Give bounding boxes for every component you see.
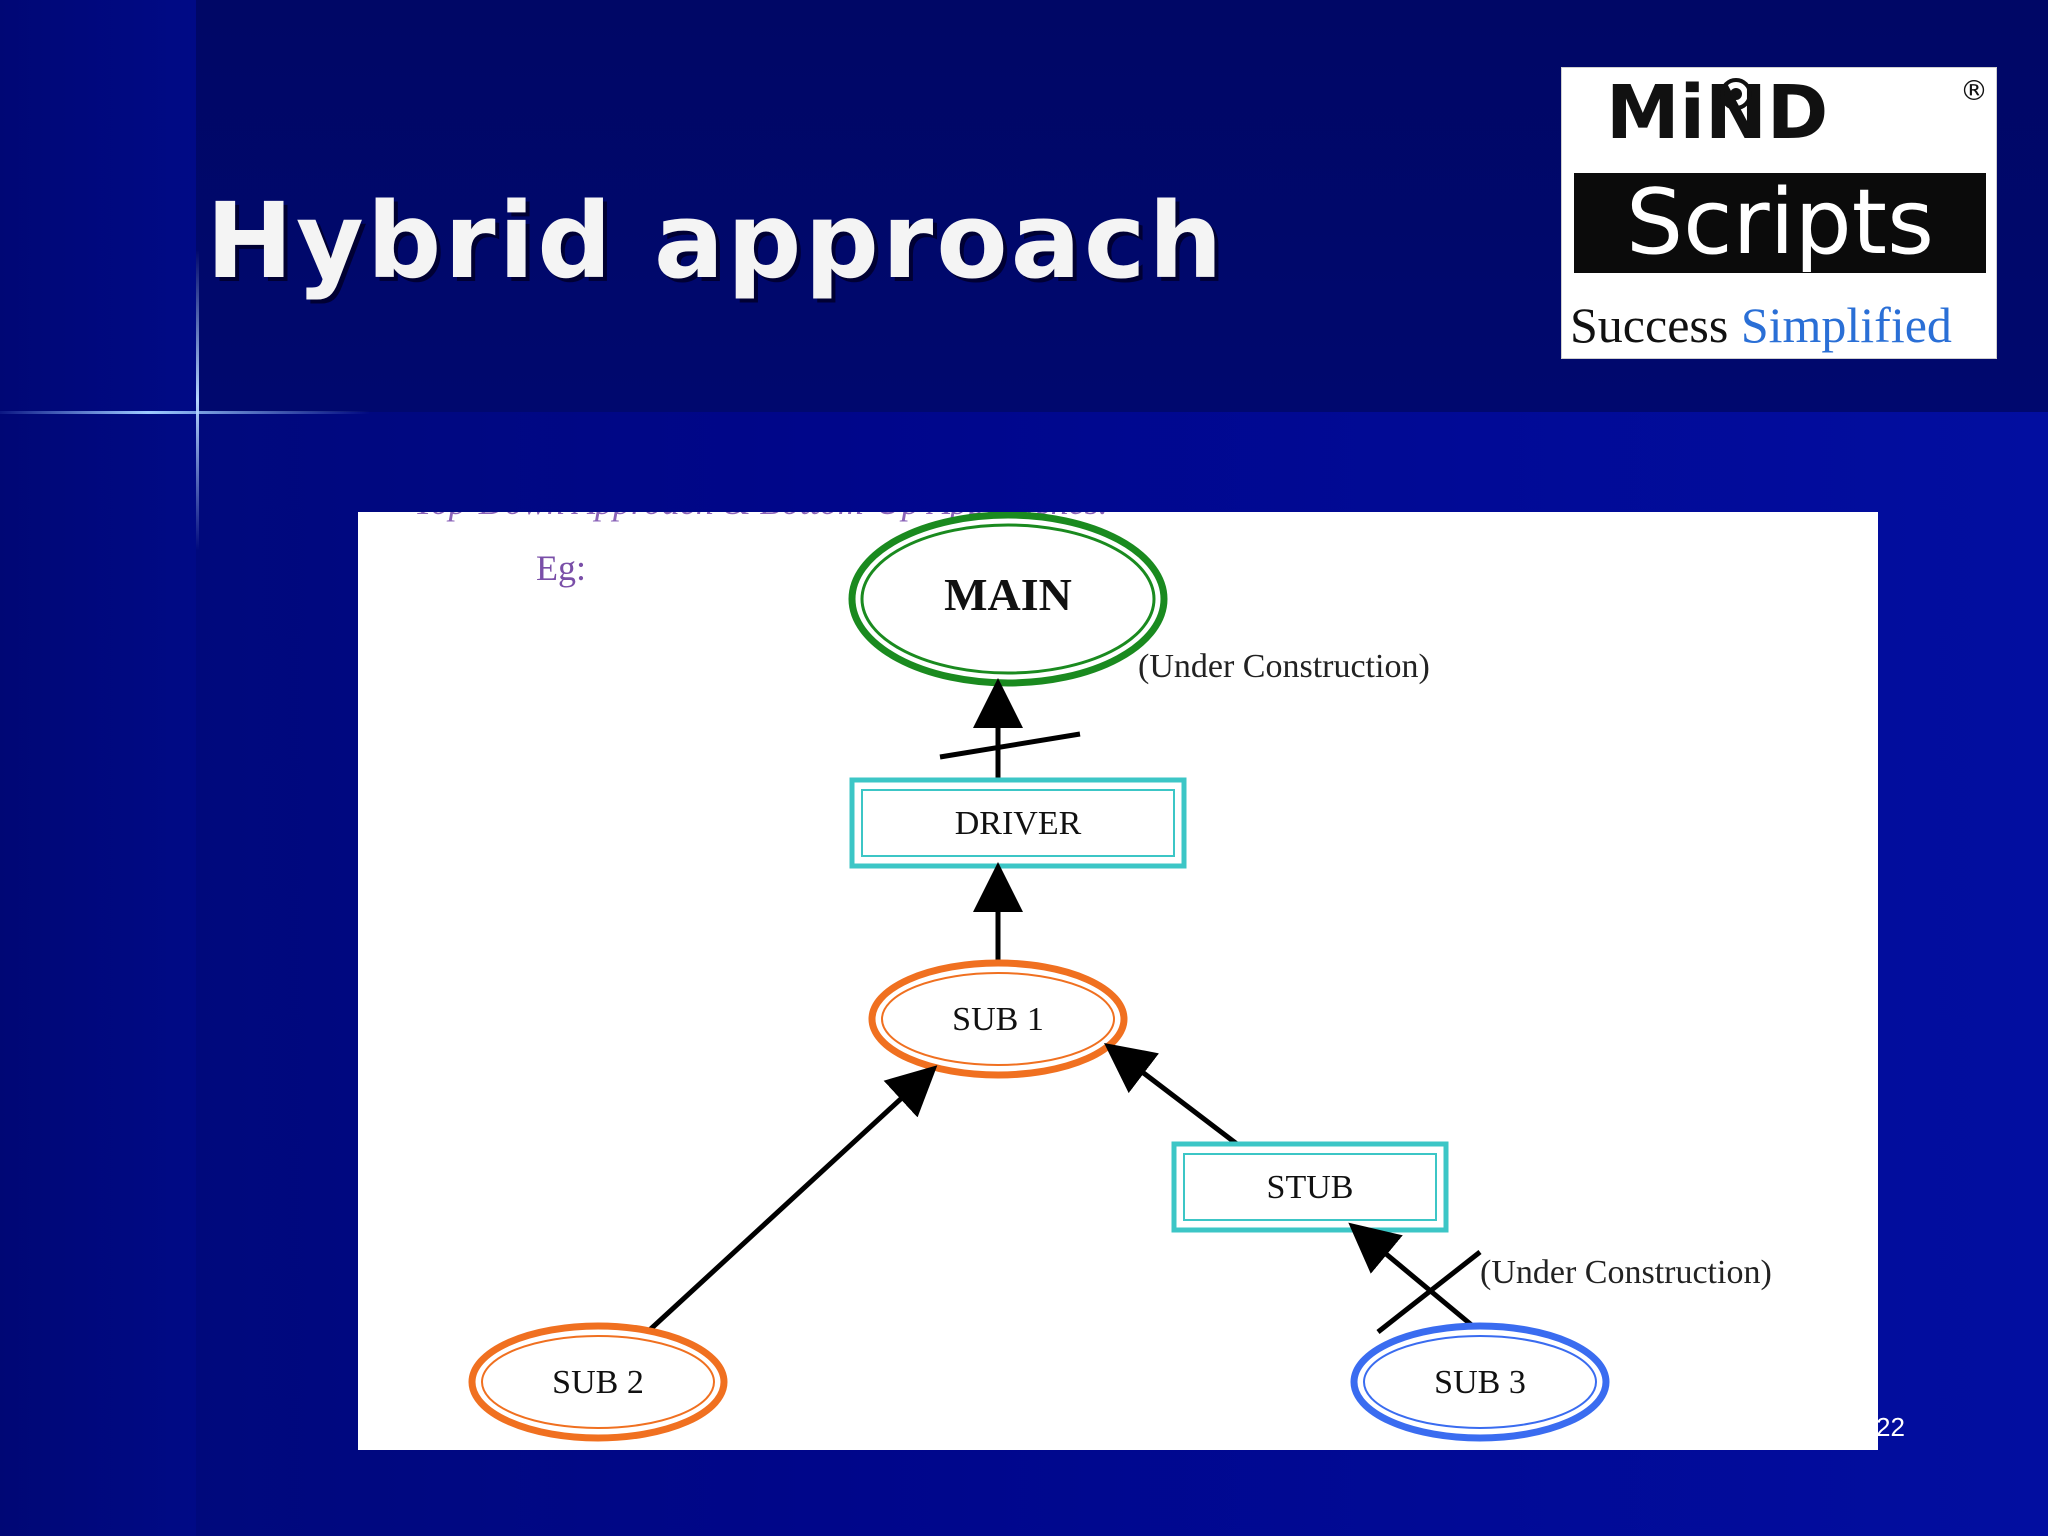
- logo-scripts-wordmark: Scripts: [1574, 173, 1986, 273]
- logo-tagline-simplified: Simplified: [1740, 297, 1952, 353]
- sub3-status-annotation: (Under Construction): [1480, 1254, 1772, 1291]
- slide-title: Hybrid approach: [206, 180, 1226, 302]
- diagram-cut-heading: Top-Down Approach & Bottom-Up Approaches…: [414, 512, 1108, 522]
- blocked-mark-main: [939, 731, 1081, 760]
- node-sub2: SUB 2: [468, 1322, 728, 1442]
- arrow-stub-to-sub1: [1104, 1042, 1256, 1159]
- node-sub2-label: SUB 2: [552, 1364, 644, 1401]
- logo-mind-wordmark: MiND: [1606, 76, 1828, 146]
- logo: MiND ® Scripts Success Simplified: [1561, 67, 1997, 359]
- node-driver: DRIVER: [849, 777, 1187, 869]
- node-stub: STUB: [1171, 1141, 1449, 1233]
- node-stub-label: STUB: [1267, 1169, 1354, 1206]
- page-number: 22: [1876, 1412, 1905, 1442]
- logo-registered-mark: ®: [1960, 74, 1988, 107]
- logo-mind-text: MiND: [1606, 76, 1828, 146]
- node-main-label: MAIN: [944, 569, 1072, 620]
- left-strip: [0, 0, 196, 1536]
- logo-tagline-success: Success: [1570, 297, 1729, 353]
- decorative-vertical-line: [196, 250, 199, 550]
- logo-tagline: Success Simplified: [1570, 296, 1990, 354]
- example-label: Eg:: [536, 548, 586, 588]
- diagram-panel: Top-Down Approach & Bottom-Up Approaches…: [358, 512, 1878, 1450]
- node-sub1: SUB 1: [868, 959, 1128, 1079]
- decorative-horizontal-line: [0, 411, 370, 414]
- node-sub3: SUB 3: [1350, 1322, 1610, 1442]
- blocked-mark-stub: [1376, 1250, 1482, 1334]
- node-sub1-label: SUB 1: [952, 1001, 1044, 1038]
- node-sub3-label: SUB 3: [1434, 1364, 1526, 1401]
- logo-target-icon: [1720, 78, 1752, 110]
- node-driver-label: DRIVER: [955, 805, 1082, 842]
- arrow-sub3-to-stub: [1348, 1222, 1488, 1339]
- hybrid-integration-diagram: Top-Down Approach & Bottom-Up Approaches…: [414, 512, 1772, 1442]
- arrow-sub2-to-sub1: [640, 1065, 938, 1339]
- node-main: MAIN: [848, 512, 1168, 687]
- main-status-annotation: (Under Construction): [1138, 648, 1430, 685]
